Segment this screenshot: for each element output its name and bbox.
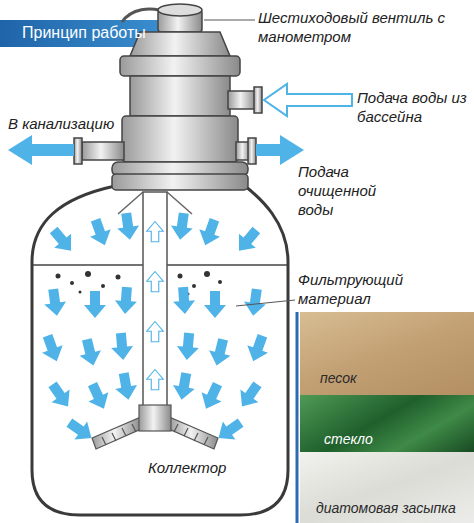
tank-neck (112, 174, 248, 190)
bubbles-part (116, 275, 121, 280)
flow-arrows-part (242, 288, 268, 318)
inflow-arrow (264, 84, 352, 116)
collector-part (102, 424, 208, 445)
flow-arrows-part (196, 380, 227, 414)
material-name: стекло (324, 431, 373, 448)
flow-arrows-part (171, 371, 197, 401)
upflow-arrows-part (147, 322, 164, 342)
drain-arrow (8, 135, 74, 165)
flow-arrows-part (172, 286, 196, 314)
flow-arrows-part (176, 332, 200, 361)
material-sample: песок (300, 312, 474, 395)
bubbles-part (192, 284, 196, 288)
bubbles-part (56, 274, 61, 279)
flow-arrows-part (114, 286, 138, 314)
six-way-valve-part (228, 91, 256, 109)
collector-part (169, 417, 218, 449)
flow-arrows-part (195, 216, 225, 249)
flow-arrows-part (231, 223, 265, 258)
bubbles-part (101, 284, 105, 288)
material-name: диатомовая засыпка (316, 500, 456, 517)
collector-part (92, 417, 141, 449)
six-way-valve-part (122, 116, 238, 162)
six-way-valve-part (254, 87, 262, 113)
flow-arrows-part (83, 380, 114, 414)
material-sample: диатомовая засыпка (300, 452, 474, 523)
flow-arrows-part (85, 216, 115, 249)
leader-line (204, 20, 255, 21)
callout-label: В канализацию (8, 114, 148, 133)
material-sample: стекло (300, 395, 474, 452)
callout-label: Подача очищенной воды (298, 162, 410, 219)
flow-arrows-part (204, 291, 226, 318)
central-pipe (143, 192, 167, 407)
flow-arrows-part (115, 212, 141, 242)
bubbles-part (204, 271, 210, 277)
flow-arrows (37, 212, 273, 447)
material-name: песок (320, 370, 357, 387)
collector-part (139, 405, 171, 431)
bubbles-part (178, 274, 183, 279)
clean-water-arrow (256, 135, 304, 165)
upflow-arrows (147, 222, 164, 390)
flow-arrows-part (113, 371, 139, 401)
flow-arrows-part (42, 288, 68, 318)
six-way-valve-part (82, 142, 124, 160)
diagram-title: Принцип работы (22, 23, 146, 43)
flow-arrows-part (206, 337, 234, 369)
six-way-valve-part (248, 138, 256, 164)
filter-tank (32, 186, 288, 515)
flow-arrows-part (84, 291, 106, 318)
callout-label: Коллектор (148, 458, 268, 477)
callout-label: Подача воды из бассейна (357, 88, 472, 126)
flow-arrows-part (37, 332, 67, 365)
upflow-arrows-part (147, 222, 164, 242)
six-way-valve-part (74, 138, 82, 164)
upflow-arrows-part (147, 370, 164, 390)
flow-arrows-part (76, 337, 104, 369)
six-way-valve-part (120, 56, 240, 76)
callout-label: Фильтрующий материал (298, 270, 418, 308)
flow-arrows-part (44, 378, 78, 413)
bubbles-part (70, 281, 74, 285)
flow-arrows-part (63, 414, 98, 448)
panel-divider (296, 312, 299, 523)
collector (92, 405, 218, 449)
six-way-valve-part (130, 76, 230, 116)
six-way-valve-part (158, 4, 202, 16)
bubbles (56, 271, 223, 296)
flow-arrows-part (45, 223, 79, 258)
flow-arrows-part (110, 332, 134, 361)
bubbles-part (79, 291, 82, 294)
flow-arrows-part (212, 414, 247, 448)
flow-arrows-part (169, 212, 195, 242)
bubbles-part (218, 280, 222, 284)
flow-arrows-part (243, 332, 273, 365)
bubbles-part (85, 271, 91, 277)
upflow-arrows-part (147, 272, 164, 292)
flow-arrows-part (233, 378, 267, 413)
callout-label: Шестиходовый вентиль с манометром (258, 8, 468, 46)
leader-line (236, 300, 295, 306)
